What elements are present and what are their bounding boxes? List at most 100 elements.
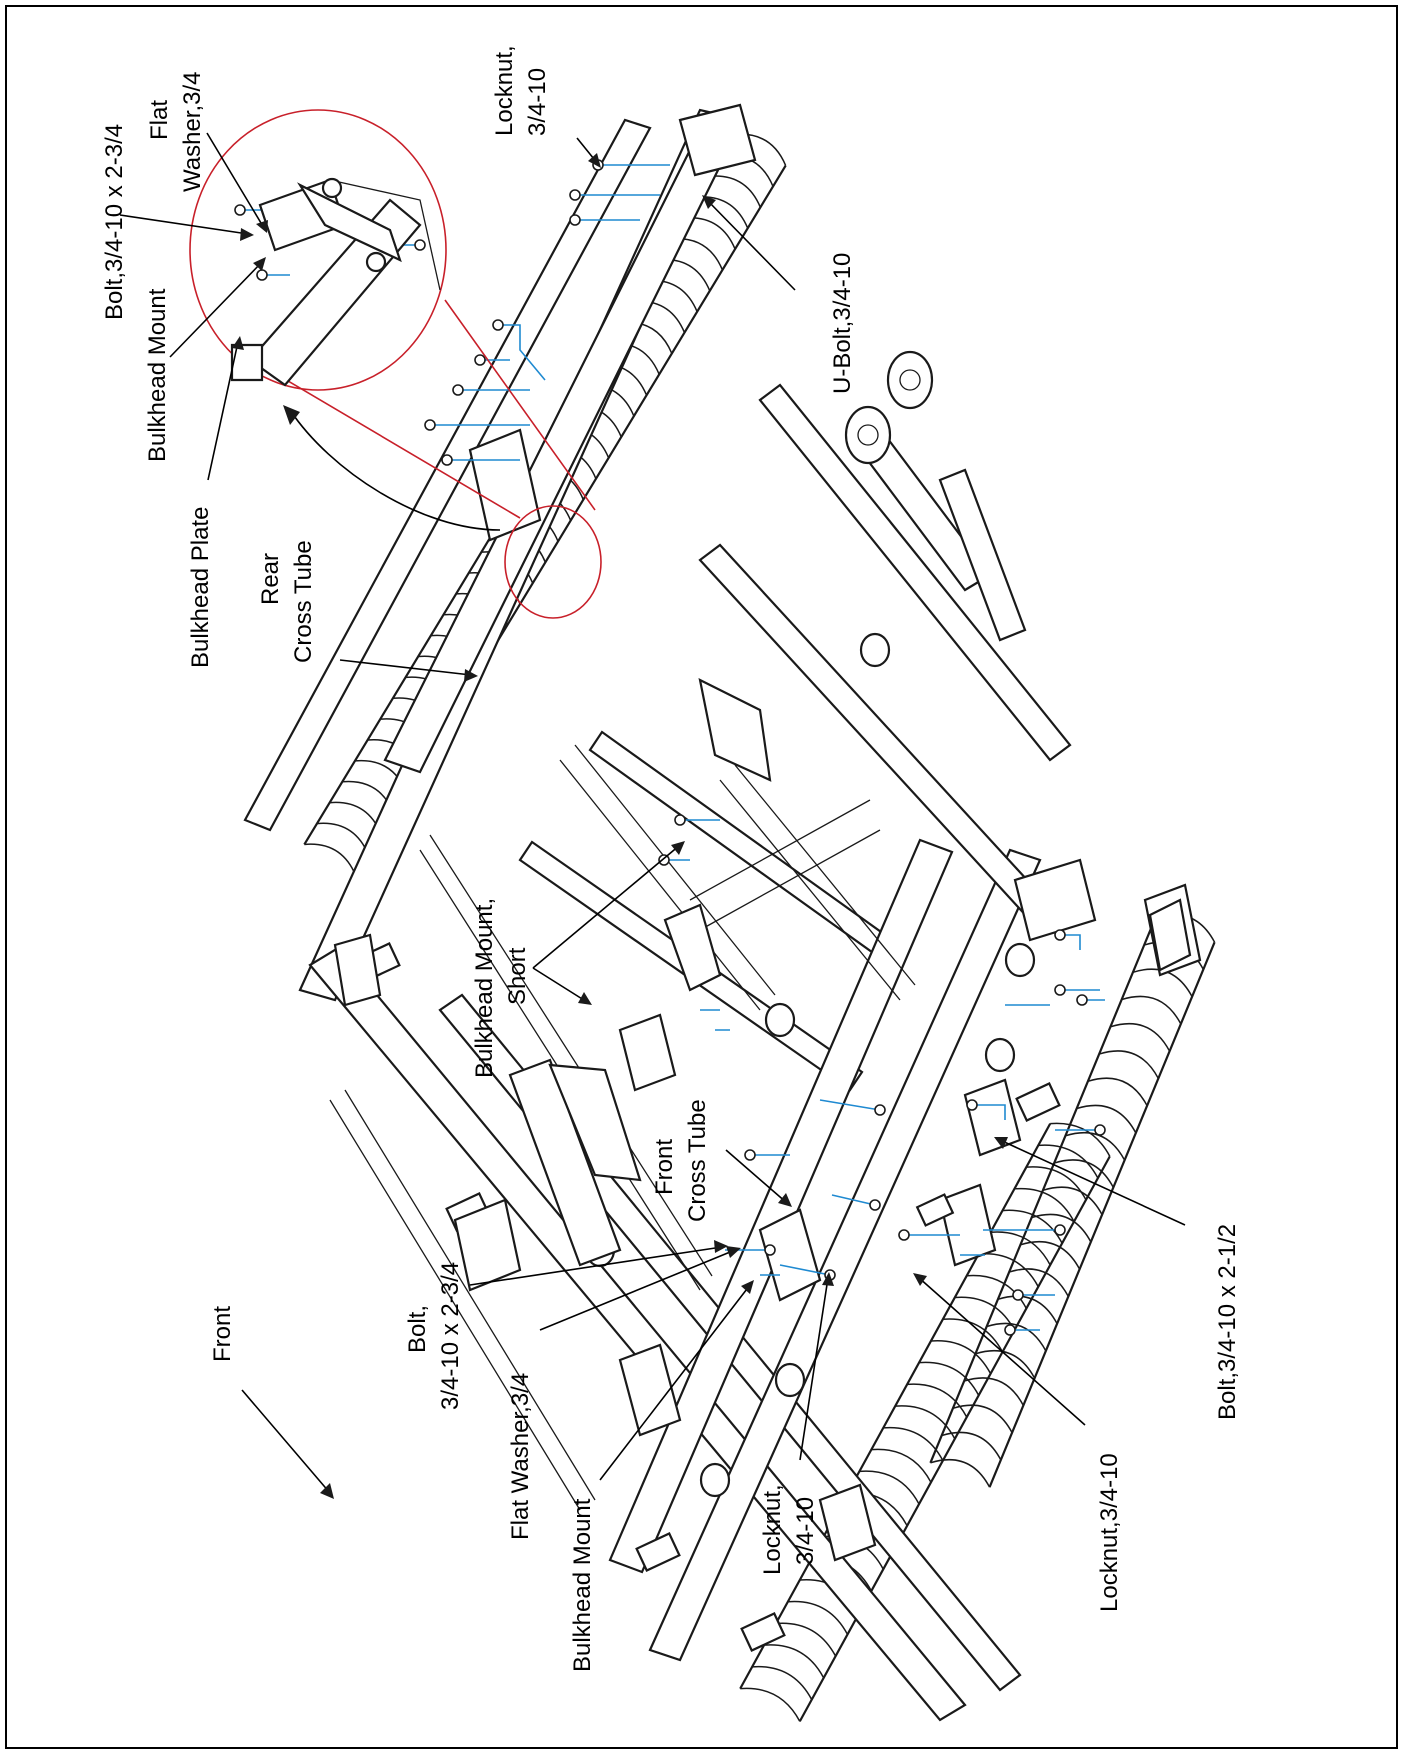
roller-segment xyxy=(316,822,370,855)
label-bolt-front-line1: Bolt, xyxy=(404,1305,431,1353)
detail-callout xyxy=(189,109,602,619)
front-cross-tube-drawing xyxy=(608,838,954,1574)
label-bulkhead-mount-bottom: Bulkhead Mount xyxy=(569,1498,596,1672)
label-bulkhead-mount-short-line1: Bulkhead Mount, xyxy=(471,898,498,1078)
nut-icon xyxy=(424,419,436,431)
roller-segment xyxy=(696,196,749,229)
label-locknut-bottom: Locknut,3/4-10 xyxy=(1096,1453,1123,1612)
roller-segment xyxy=(1038,1144,1099,1179)
roller-segment xyxy=(787,1600,849,1635)
nut-icon xyxy=(658,854,670,866)
page-frame xyxy=(5,5,1398,1749)
roller-segment xyxy=(986,1322,1047,1352)
nut-icon xyxy=(1054,929,1066,941)
roller-segment xyxy=(907,1383,968,1418)
roller-segment xyxy=(859,1470,920,1505)
roller-segment xyxy=(763,1644,825,1679)
nut-icon xyxy=(1076,994,1088,1006)
roller-segment xyxy=(1098,1050,1159,1079)
roller-segment xyxy=(941,1431,1002,1461)
label-rear-cross-tube-line2: Cross Tube xyxy=(290,540,317,663)
label-bolt-front-line2: 3/4-10 x 2-3/4 xyxy=(437,1262,464,1410)
roller-segment xyxy=(1020,1240,1081,1270)
nut-icon xyxy=(869,1199,881,1211)
label-front-cross-tube-line1: Front xyxy=(651,1139,678,1195)
label-flat-washer-front: Flat Washer,3/4 xyxy=(507,1373,534,1540)
label-bulkhead-mount-detail: Bulkhead Mount xyxy=(144,288,171,462)
label-locknut-top-line1: Locknut, xyxy=(491,45,518,136)
nut-icon xyxy=(674,814,686,826)
roller-segment xyxy=(1065,1131,1126,1161)
roller-outline xyxy=(929,917,1216,1488)
nut-icon xyxy=(898,1229,910,1241)
label-bulkhead-mount-short-line2: Short xyxy=(504,947,531,1005)
roller-segment xyxy=(1002,1209,1063,1244)
rear-cross-tube-drawing xyxy=(383,148,724,774)
nut-icon xyxy=(1004,1324,1016,1336)
nut-icon xyxy=(1094,1124,1106,1136)
nut-icon xyxy=(1054,984,1066,996)
roller-segment xyxy=(1076,1104,1137,1134)
label-bulkhead-plate: Bulkhead Plate xyxy=(187,507,214,668)
roller-segment xyxy=(895,1405,956,1440)
roller-segment xyxy=(954,1296,1016,1331)
source-circle xyxy=(504,505,602,619)
nut-icon xyxy=(1054,1224,1066,1236)
roller-segment xyxy=(930,1458,991,1488)
roller-segment xyxy=(775,1622,837,1657)
roller-segment xyxy=(978,1253,1039,1288)
label-rear-cross-tube-line1: Rear xyxy=(257,553,284,605)
brackets xyxy=(355,103,1202,1652)
roller-segment xyxy=(883,1426,944,1461)
fastener-lines xyxy=(240,164,1105,1331)
roller-segment xyxy=(304,843,357,876)
roller-segment xyxy=(930,1339,992,1375)
roller-segment xyxy=(966,1274,1028,1309)
roller-segment xyxy=(1031,1213,1092,1243)
nut-icon xyxy=(874,1104,886,1116)
label-bolt-2-1-2: Bolt,3/4-10 x 2-1/2 xyxy=(1214,1224,1241,1420)
label-flat-washer-detail-line1: Flat xyxy=(146,100,173,140)
leader-lines xyxy=(119,132,1186,1499)
label-locknut-front-line1: Locknut, xyxy=(759,1484,786,1575)
labels: Front Bolt,3/4-10 x 2-3/4 Flat Washer,3/… xyxy=(101,45,1241,1672)
roller-segment xyxy=(1042,1186,1103,1216)
roller-segment xyxy=(871,1448,932,1483)
label-locknut-top-line2: 3/4-10 xyxy=(524,68,551,136)
roller-segment xyxy=(990,1231,1051,1266)
nut-icon xyxy=(966,1099,978,1111)
roller-segment xyxy=(740,1687,801,1722)
detail-circle xyxy=(189,109,447,391)
nut-icon xyxy=(569,214,581,226)
fastener-heads xyxy=(234,159,1106,1336)
roller-segment xyxy=(1121,995,1182,1025)
roller-segment xyxy=(918,1361,980,1396)
roller-segment xyxy=(1014,1187,1075,1222)
nut-icon xyxy=(474,354,486,366)
roller-segment xyxy=(942,1318,1004,1353)
roller-segment xyxy=(1008,1268,1069,1297)
roller-outline xyxy=(739,1123,1111,1722)
nut-icon xyxy=(414,239,426,251)
label-front: Front xyxy=(209,1306,236,1362)
roller-segment xyxy=(1110,1022,1171,1052)
nut-icon xyxy=(764,1244,776,1256)
nut-icon xyxy=(1012,1289,1024,1301)
label-locknut-front-line2: 3/4-10 xyxy=(792,1497,819,1565)
frame-rails xyxy=(243,108,1072,1722)
label-u-bolt: U-Bolt,3/4-10 xyxy=(829,253,856,394)
roller-segment xyxy=(975,1349,1036,1379)
roller-segment xyxy=(1026,1166,1087,1201)
roller-segment xyxy=(963,1377,1024,1406)
machine-frame-illustration xyxy=(234,103,1216,1722)
nut-icon xyxy=(234,204,246,216)
label-flat-washer-detail-line2: Washer,3/4 xyxy=(179,71,206,192)
label-bolt-detail: Bolt,3/4-10 x 2-3/4 xyxy=(101,124,128,320)
nut-icon xyxy=(441,454,453,466)
nut-icon xyxy=(452,384,464,396)
nut-icon xyxy=(492,319,504,331)
roller-segment xyxy=(752,1665,813,1700)
nut-icon xyxy=(256,269,268,281)
roller-segment xyxy=(708,175,762,208)
